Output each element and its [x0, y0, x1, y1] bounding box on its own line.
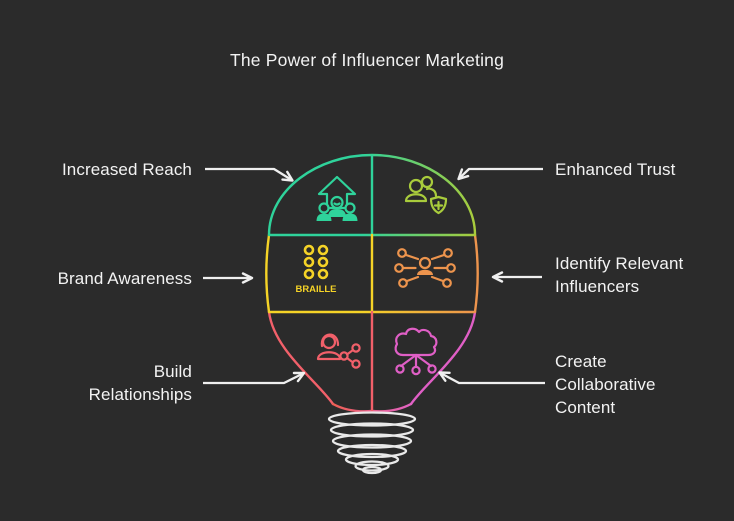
pointer-arrows	[203, 167, 545, 385]
label-identify-influencers: Identify Relevant Influencers	[555, 254, 684, 296]
screw-ring	[344, 452, 400, 467]
bulb-side-left	[265, 233, 271, 314]
influencer-network-icon	[394, 248, 456, 288]
person-hair	[320, 333, 340, 348]
braille-dot	[303, 268, 315, 280]
network-node	[442, 278, 452, 288]
person-body	[316, 213, 332, 221]
braille-dot	[317, 244, 329, 256]
share-node	[339, 351, 349, 361]
label-build-relationships: Build Relationships	[88, 362, 192, 404]
person-head	[418, 256, 432, 270]
braille-dot	[317, 268, 329, 280]
cloud-stem	[399, 353, 433, 369]
bulb-side-right	[473, 233, 479, 314]
network-node	[398, 278, 408, 288]
screw-ring	[331, 433, 413, 449]
screw-ring	[361, 465, 383, 475]
arrow-build-relationships	[203, 371, 306, 385]
label-brand-awareness: Brand Awareness	[57, 269, 192, 288]
screw-ring	[336, 443, 408, 459]
person-body	[425, 187, 438, 198]
person-head	[318, 202, 330, 214]
bulb-neck-left	[267, 310, 335, 406]
person-head	[408, 178, 424, 194]
bulb-dividers	[267, 154, 477, 412]
user-shield-trust-icon	[404, 175, 448, 215]
page-title: The Power of Influencer Marketing	[229, 50, 505, 70]
person-body	[316, 351, 342, 361]
bulb-neck-right	[409, 310, 477, 406]
label-create-content: Create Collaborative Content	[555, 352, 656, 417]
cloud-outline	[394, 327, 438, 357]
cloud-nodes-icon	[394, 327, 438, 376]
person-body	[342, 213, 358, 221]
braille-dots-icon: BRAILLE	[296, 244, 337, 295]
network-node	[397, 248, 407, 258]
screw-ring	[327, 411, 417, 427]
person-share-icon	[316, 333, 361, 369]
cloud-node	[411, 365, 421, 376]
cloud-node	[427, 364, 437, 374]
person-face-line	[333, 202, 341, 206]
braille-dot	[317, 256, 329, 268]
share-node	[351, 343, 361, 353]
arrow-increased-reach	[205, 167, 294, 182]
braille-icon-label: BRAILLE	[296, 284, 337, 295]
screw-ring	[354, 460, 390, 472]
label-increased-reach: Increased Reach	[61, 160, 192, 179]
network-node	[394, 263, 404, 273]
person-head	[330, 195, 344, 210]
person-body	[417, 269, 433, 275]
cloud-node	[395, 364, 405, 374]
label-enhanced-trust: Enhanced Trust	[555, 160, 676, 179]
network-node	[446, 263, 456, 273]
person-body	[404, 193, 428, 203]
person-body	[328, 209, 346, 217]
bulb-base-screw	[327, 411, 417, 475]
braille-dot	[303, 244, 315, 256]
person-head	[344, 202, 356, 214]
shield-plus	[433, 200, 444, 211]
share-node	[351, 359, 361, 369]
screw-ring	[329, 422, 415, 438]
audience-growth-icon	[316, 175, 358, 221]
network-link	[402, 253, 448, 283]
network-node	[443, 248, 453, 258]
arrow-enhanced-trust	[457, 167, 543, 181]
person-head	[420, 175, 434, 189]
arrow-create-content	[438, 371, 545, 385]
braille-dot	[303, 256, 315, 268]
